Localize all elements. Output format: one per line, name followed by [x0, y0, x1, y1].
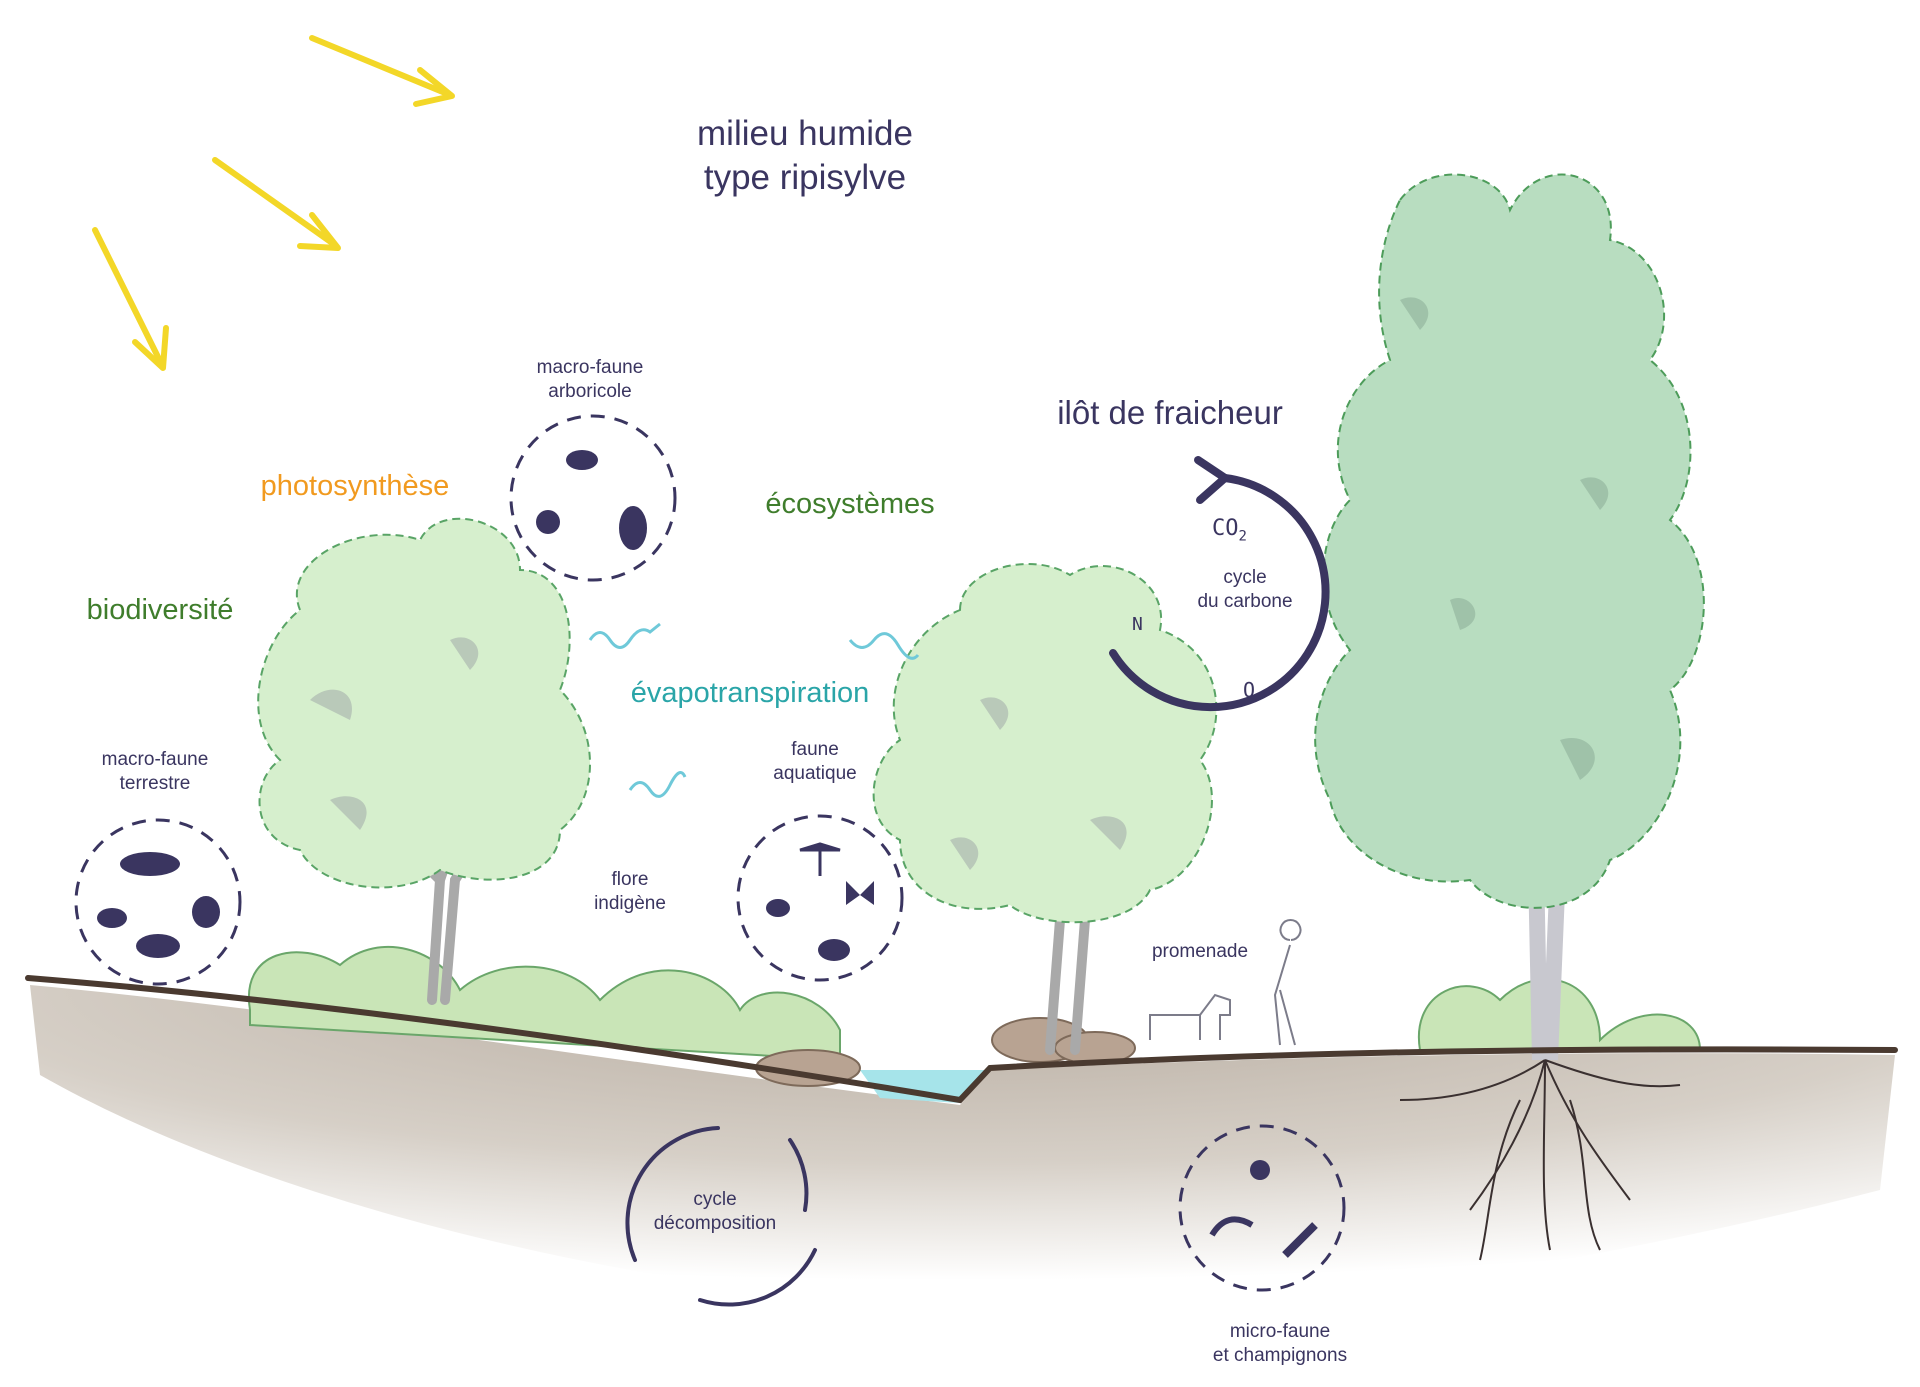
walk-label: promenade	[1151, 941, 1249, 962]
micro-fauna-label: micro-faune et champignons	[1170, 1320, 1390, 1368]
dragonfly-icon	[799, 842, 841, 876]
aquatic-fauna-line-2: aquatique	[773, 762, 857, 784]
co2-text: CO	[1212, 516, 1239, 541]
micro-fauna-line-2: et champignons	[1212, 1344, 1348, 1366]
centipede-icon	[1282, 1222, 1318, 1258]
fox-icon	[120, 852, 180, 876]
ecosystems-label: écosystèmes	[765, 488, 935, 520]
sun-arrow-icon	[309, 35, 455, 107]
carbon-cycle-label: cycle du carbone	[1170, 566, 1320, 614]
butterfly-icon	[846, 881, 874, 905]
oxygen-label: O	[1243, 678, 1256, 702]
aquatic-fauna-circle	[736, 814, 904, 982]
aquatic-fauna-label: faune aquatique	[740, 738, 890, 786]
biodiversity-label: biodiversité	[86, 594, 234, 626]
dog-icon	[1149, 993, 1231, 1040]
sun-arrow-icon	[92, 227, 169, 371]
tree-center	[872, 562, 1218, 1055]
duck-icon	[818, 939, 850, 961]
frog-icon	[766, 899, 790, 917]
tree-left	[257, 517, 591, 1005]
nitrogen-label: N	[1132, 614, 1143, 635]
terrestrial-fauna-line-2: terrestre	[119, 772, 191, 794]
terrestrial-fauna-label: macro-faune terrestre	[75, 748, 235, 796]
decomposition-cycle-label: cycle décomposition	[625, 1188, 805, 1236]
boar-icon	[136, 934, 180, 958]
tree-right	[1314, 173, 1705, 1061]
evapotranspiration-label: évapotranspiration	[630, 677, 870, 709]
sun-arrows	[92, 35, 455, 371]
arboreal-fauna-line-2: arboricole	[548, 380, 632, 402]
worm-icon	[1209, 1216, 1254, 1237]
carbon-cycle-line-2: du carbone	[1197, 590, 1293, 612]
walker-icon	[1273, 919, 1302, 1046]
decomposition-cycle-arrows	[625, 1126, 817, 1307]
native-flora-line-1: flore	[611, 869, 649, 890]
diagram-title: milieu humide type ripisylve	[640, 112, 970, 200]
photosynthesis-label: photosynthèse	[260, 470, 450, 502]
terrestrial-fauna-circle	[74, 818, 242, 986]
soil-mass	[30, 985, 1895, 1314]
title-line-2: type ripisylve	[703, 157, 907, 197]
rabbit-icon	[192, 896, 220, 928]
hedgehog-icon	[97, 908, 127, 928]
co2-subscript: 2	[1238, 528, 1247, 545]
tree-roots	[1399, 1059, 1681, 1261]
micro-fauna-circle	[1178, 1124, 1346, 1292]
arboreal-fauna-line-1: macro-faune	[536, 357, 644, 378]
micro-fauna-line-1: micro-faune	[1229, 1321, 1331, 1342]
co2-label: CO2	[1212, 516, 1247, 544]
native-flora-line-2: indigène	[594, 892, 666, 914]
aquatic-fauna-line-1: faune	[791, 739, 839, 760]
owl-icon	[619, 506, 647, 550]
arboreal-fauna-label: macro-faune arboricole	[510, 356, 670, 404]
sun-arrow-icon	[212, 157, 341, 251]
squirrel-icon	[536, 510, 560, 534]
walk-figures	[1149, 919, 1302, 1046]
evapotranspiration-squiggles	[588, 622, 920, 798]
title-line-1: milieu humide	[697, 114, 913, 153]
bird-icon	[566, 450, 598, 470]
tick-icon	[1250, 1160, 1270, 1180]
carbon-cycle-line-1: cycle	[1223, 567, 1267, 588]
arboreal-fauna-circle	[509, 414, 677, 582]
cool-island-label: ilôt de fraicheur	[1057, 394, 1283, 431]
decomposition-line-1: cycle	[693, 1189, 737, 1210]
stream-water	[860, 1070, 990, 1103]
native-flora-label: flore indigène	[575, 868, 685, 916]
ground-line	[25, 975, 1898, 1104]
decomposition-line-2: décomposition	[653, 1212, 777, 1234]
terrestrial-fauna-line-1: macro-faune	[101, 749, 209, 770]
carbon-cycle-arrow	[1109, 456, 1330, 712]
